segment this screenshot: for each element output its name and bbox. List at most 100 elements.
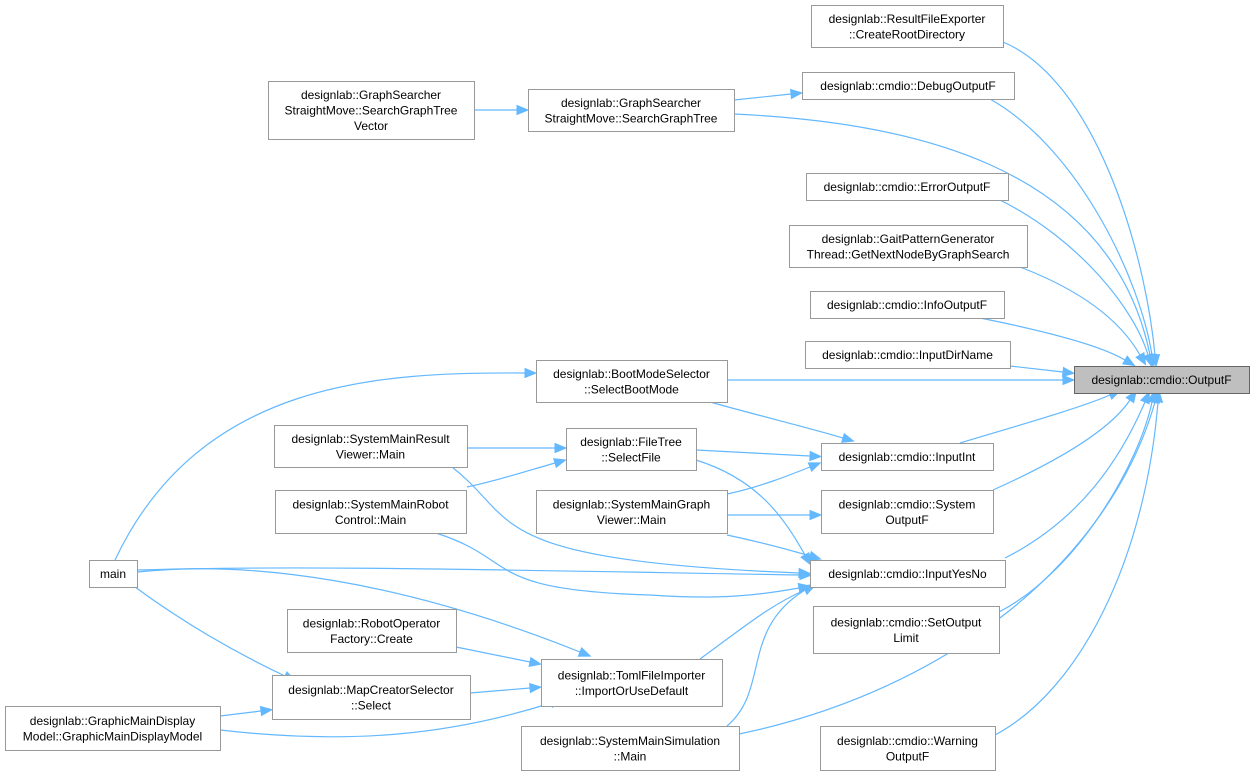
node-error[interactable]: designlab::cmdio::ErrorOutputF bbox=[806, 173, 1009, 201]
node-info[interactable]: designlab::cmdio::InfoOutputF bbox=[810, 291, 1005, 319]
edge-line bbox=[466, 462, 556, 488]
edge-simulation-yesno bbox=[726, 583, 816, 727]
node-box bbox=[287, 609, 457, 653]
edge-line bbox=[219, 710, 262, 717]
edge-line bbox=[1002, 41, 1156, 356]
edge-sysout-outputf bbox=[992, 389, 1137, 491]
edge-line bbox=[992, 399, 1131, 491]
node-label: StraightMove::SearchGraphTree bbox=[545, 111, 718, 125]
node-gs_tree[interactable]: designlab::GraphSearcherStraightMove::Se… bbox=[528, 89, 735, 132]
node-box bbox=[275, 490, 467, 534]
node-toml[interactable]: designlab::TomlFileImporter::ImportOrUse… bbox=[541, 659, 723, 707]
node-label: designlab::cmdio::OutputF bbox=[1091, 373, 1231, 387]
node-inputint[interactable]: designlab::cmdio::InputInt bbox=[821, 443, 994, 471]
edge-result-filetree bbox=[467, 442, 568, 454]
node-box bbox=[820, 726, 996, 771]
node-label: designlab::cmdio::InfoOutputF bbox=[827, 298, 987, 312]
arrowhead bbox=[800, 551, 812, 566]
edge-rfe-outputf bbox=[1002, 41, 1161, 368]
arrowhead bbox=[554, 442, 568, 454]
edge-boot-inputint bbox=[709, 401, 855, 443]
edge-graphviewer-yesno bbox=[726, 534, 822, 561]
arrowhead bbox=[807, 462, 822, 473]
arrowhead bbox=[516, 104, 530, 116]
node-label: designlab::cmdio::Warning bbox=[837, 734, 978, 748]
node-box bbox=[813, 606, 1000, 654]
edge-line bbox=[695, 449, 811, 457]
edge-graphicmain-mapcreator bbox=[219, 705, 274, 717]
node-label: designlab::FileTree bbox=[580, 435, 682, 449]
nodes-layer: designlab::cmdio::OutputF designlab::Resu… bbox=[5, 5, 1250, 771]
node-filetree[interactable]: designlab::FileTree::SelectFile bbox=[566, 428, 697, 471]
node-box bbox=[521, 726, 740, 771]
node-gs_vec[interactable]: designlab::GraphSearcherStraightMove::Se… bbox=[268, 81, 475, 140]
node-label: designlab::cmdio::ErrorOutputF bbox=[824, 180, 991, 194]
edge-line bbox=[1004, 401, 1146, 559]
node-label: designlab::GraphicMainDisplay bbox=[30, 714, 195, 728]
node-box bbox=[268, 81, 475, 140]
node-debug[interactable]: designlab::cmdio::DebugOutputF bbox=[802, 72, 1015, 100]
node-mapcreator[interactable]: designlab::MapCreatorSelector::Select bbox=[272, 675, 471, 720]
arrowhead bbox=[1121, 355, 1136, 367]
edge-line bbox=[134, 586, 286, 677]
edge-line bbox=[1019, 266, 1141, 356]
node-simulation[interactable]: designlab::SystemMainSimulation::Main bbox=[521, 726, 740, 771]
edge-line bbox=[136, 568, 581, 653]
edge-line bbox=[451, 466, 800, 574]
arrowhead bbox=[1135, 351, 1147, 366]
node-box bbox=[566, 428, 697, 471]
edge-line bbox=[979, 317, 1126, 361]
node-boot[interactable]: designlab::BootModeSelector::SelectBootM… bbox=[536, 360, 728, 403]
arrowhead bbox=[529, 682, 543, 694]
edge-gs_tree-debug bbox=[733, 88, 804, 101]
node-box bbox=[805, 341, 1011, 369]
edge-line bbox=[959, 394, 1111, 444]
edge-main-boot bbox=[114, 367, 538, 561]
node-label: designlab::cmdio::SetOutput bbox=[831, 615, 982, 629]
node-label: designlab::cmdio::DebugOutputF bbox=[820, 79, 995, 93]
arrowhead bbox=[809, 509, 823, 521]
edge-line bbox=[695, 459, 806, 556]
node-inputdir[interactable]: designlab::cmdio::InputDirName bbox=[805, 341, 1011, 369]
node-label: designlab::RobotOperator bbox=[303, 616, 440, 630]
arrowhead bbox=[1142, 353, 1153, 367]
edge-line bbox=[699, 589, 806, 660]
node-box bbox=[536, 360, 728, 403]
node-label: ::Main bbox=[614, 749, 647, 763]
node-gait[interactable]: designlab::GaitPatternGeneratorThread::G… bbox=[789, 225, 1028, 268]
edge-gs_vec-gs_tree bbox=[474, 104, 530, 116]
node-box bbox=[821, 443, 994, 471]
arrowhead bbox=[809, 450, 823, 462]
node-main[interactable]: main bbox=[89, 560, 138, 588]
node-rfe[interactable]: designlab::ResultFileExporter::CreateRoo… bbox=[811, 5, 1004, 48]
node-yesno[interactable]: designlab::cmdio::InputYesNo bbox=[810, 560, 1006, 588]
edge-line bbox=[469, 687, 531, 694]
edge-line bbox=[709, 401, 844, 439]
node-label: ::Select bbox=[351, 698, 392, 712]
edge-robot-yesno bbox=[435, 532, 812, 598]
edge-line bbox=[738, 401, 1156, 735]
edge-info-outputf bbox=[979, 317, 1136, 367]
edge-error-outputf bbox=[999, 199, 1153, 367]
node-label: designlab::GaitPatternGenerator bbox=[822, 232, 995, 246]
node-outputf[interactable]: designlab::cmdio::OutputF bbox=[1074, 366, 1250, 394]
edge-graphviewer-filetree bbox=[466, 458, 567, 488]
node-box bbox=[821, 490, 994, 534]
node-label: designlab::SystemMainSimulation bbox=[540, 734, 720, 748]
edges-layer bbox=[114, 41, 1164, 738]
node-label: designlab::cmdio::InputDirName bbox=[822, 348, 993, 362]
node-box bbox=[810, 291, 1005, 319]
node-label: ::ImportOrUseDefault bbox=[575, 684, 689, 698]
node-box bbox=[274, 425, 468, 468]
edge-filetree-yesno bbox=[695, 459, 812, 566]
edge-line bbox=[726, 466, 811, 495]
node-graphicmain[interactable]: designlab::GraphicMainDisplayModel::Grap… bbox=[5, 706, 221, 751]
arrowhead bbox=[577, 646, 592, 657]
